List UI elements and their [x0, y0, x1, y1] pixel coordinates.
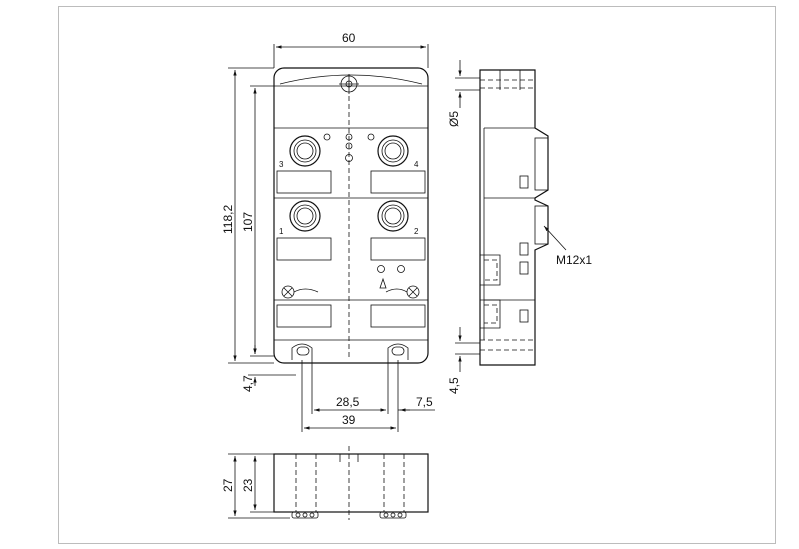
- led: [377, 265, 385, 273]
- label-window: [276, 304, 332, 328]
- label-window: [370, 237, 426, 261]
- warning-triangle-icon: [379, 277, 387, 289]
- led: [345, 133, 353, 141]
- led: [397, 265, 405, 273]
- dim-hole-span-39: 39: [342, 413, 356, 427]
- dim-height-27: 27: [221, 478, 235, 492]
- dim-height-118-2: 118,2: [221, 205, 235, 234]
- thread-label-m12x1: M12x1: [556, 253, 592, 267]
- port-number-2: 2: [414, 227, 419, 236]
- led: [367, 133, 375, 141]
- screw-left-icon: [281, 285, 319, 299]
- bottom-view: [273, 446, 429, 520]
- port-number-1: 1: [279, 227, 284, 236]
- label-window: [370, 304, 426, 328]
- front-body-outline: [273, 67, 429, 364]
- led: [323, 133, 331, 141]
- port-4-connector: [377, 135, 409, 167]
- dim-offset-4-7: 4,7: [241, 375, 255, 392]
- label-window: [370, 170, 426, 194]
- led: [345, 154, 353, 162]
- dim-offset-4-5: 4,5: [447, 377, 461, 394]
- led: [345, 142, 353, 150]
- port-2-connector: [377, 200, 409, 232]
- bottom-mounting-hole-right: [387, 343, 409, 360]
- dim-height-23: 23: [241, 478, 255, 492]
- dim-width-60: 60: [342, 31, 356, 45]
- screw-right-icon: [385, 285, 420, 299]
- port-1-connector: [289, 200, 321, 232]
- port-3-connector: [289, 135, 321, 167]
- port-number-4: 4: [414, 160, 419, 169]
- side-connector-bottom: [534, 205, 549, 245]
- label-window: [276, 237, 332, 261]
- label-window: [276, 170, 332, 194]
- front-view: [273, 67, 429, 364]
- side-body-outline: [479, 69, 549, 366]
- dim-height-107: 107: [241, 212, 255, 232]
- bottom-mounting-hole-left: [291, 343, 313, 360]
- dim-diameter-5: Ø5: [447, 111, 461, 127]
- port-number-3: 3: [279, 160, 284, 169]
- bottom-body-outline: [273, 453, 429, 513]
- side-view: [479, 69, 549, 366]
- bottom-connector-left: [291, 511, 319, 519]
- dim-hole-spacing-28-5: 28,5: [336, 395, 360, 409]
- side-connector-top: [534, 137, 549, 191]
- dim-edge-7-5: 7,5: [416, 395, 433, 409]
- bottom-connector-right: [379, 511, 407, 519]
